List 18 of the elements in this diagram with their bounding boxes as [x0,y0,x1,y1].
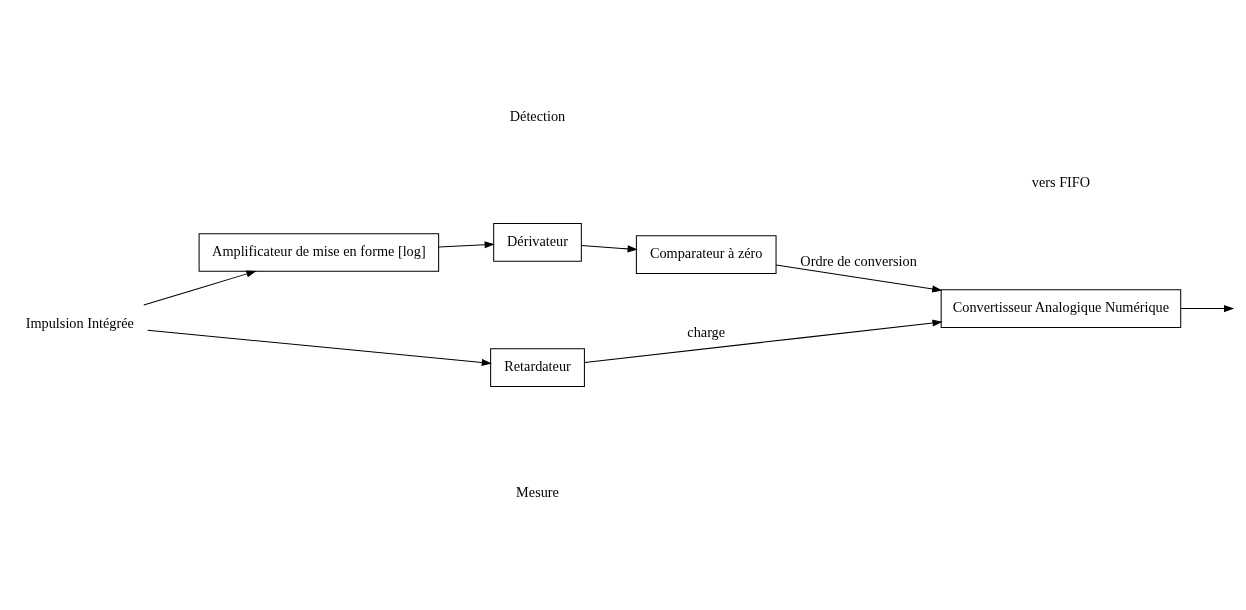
arrow [438,241,495,249]
node-box: Convertisseur Analogique Numérique [940,289,1182,328]
label: Détection [509,107,566,124]
edge-label: Ordre de conversion [800,252,917,269]
arrow [143,270,257,306]
node-box: Comparateur à zéro [635,235,777,274]
node-text: Impulsion Intégrée [25,314,134,331]
arrow [584,319,943,363]
node-box: Amplificateur de mise en forme [log] [198,233,440,272]
arrow [775,264,943,293]
arrow [1180,305,1235,313]
arrow [147,329,492,366]
label: vers FIFO [1031,173,1091,190]
label: Mesure [516,483,559,500]
edge-label: charge [687,324,726,341]
arrow [580,244,638,253]
node-box: Retardateur [490,348,585,388]
node-box: Dérivateur [493,222,582,262]
